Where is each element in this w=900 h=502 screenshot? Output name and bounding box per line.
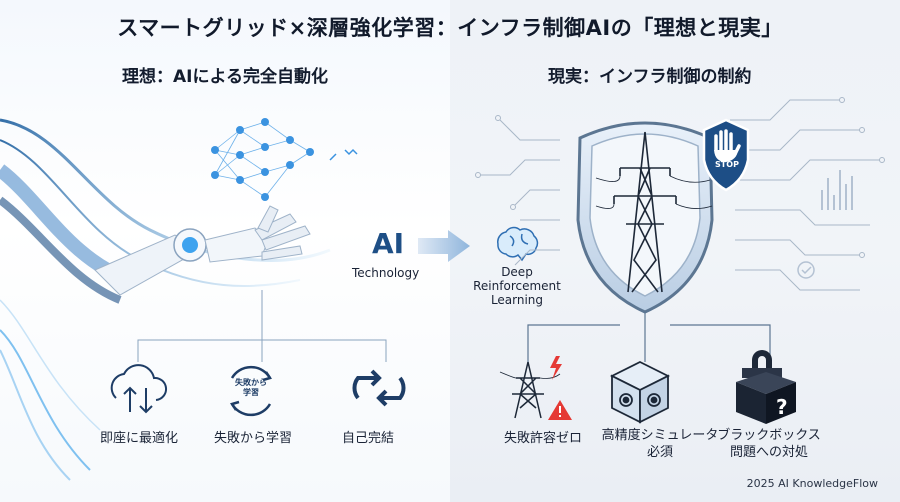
reality-item-label-line: 失敗許容ゼロ [503, 431, 582, 446]
cycle-icon-text: 失敗から 学習 [231, 378, 271, 398]
drl-label: Deep Reinforcement Learning [462, 265, 572, 307]
circuit-lines [475, 97, 885, 291]
reality-heading: 現実：インフラ制御の制約 [548, 67, 752, 87]
neural-network-icon [211, 118, 358, 201]
cycle-arrows-icon [230, 365, 272, 417]
right-connectors [527, 312, 771, 365]
reality-item-label-line: 必須 [646, 445, 673, 460]
stop-hand-badge-icon [702, 118, 750, 192]
loop-arrows-icon [352, 369, 406, 407]
drl-line: Reinforcement [473, 279, 561, 293]
stop-badge-text: STOP [715, 160, 739, 169]
ideal-item-label: 自己完結 [341, 431, 394, 446]
svg-text:?: ? [776, 395, 788, 419]
reality-item-label: ブラックボックス 問題への対処 [704, 427, 834, 461]
transmission-tower-icon [595, 131, 713, 293]
ideal-heading: 理想：AIによる完全自動化 [122, 67, 328, 87]
cycle-icon-text-line: 失敗から [235, 378, 267, 387]
ideal-item-label: 失敗から学習 [213, 431, 292, 446]
reality-item-label-line: 高精度シミュレータ [601, 428, 719, 443]
reality-item-label: 高精度シミュレータ 必須 [590, 427, 730, 461]
power-tower-warning-icon [499, 356, 572, 420]
reality-item-label-line: 問題への対処 [729, 445, 808, 460]
black-box-lock-icon: ? [736, 350, 796, 424]
flow-arrow-icon [418, 230, 470, 262]
decorative-waves [0, 118, 331, 481]
brain-icon [497, 226, 539, 262]
drl-line: Deep [501, 265, 533, 279]
shield-icon [576, 121, 714, 314]
simulator-cube-icon [609, 360, 671, 424]
page-title: スマートグリッド×深層強化学習：インフラ制御AIの「理想と現実」 [117, 16, 783, 40]
check-circle-icon [797, 261, 815, 279]
cloud-arrows-icon [110, 364, 168, 414]
bar-chart-icon [821, 170, 853, 210]
robot-hand-icon [94, 205, 311, 296]
reality-item-label: 失敗許容ゼロ [488, 427, 598, 446]
reality-item-label-line: ブラックボックス [717, 428, 821, 443]
ideal-item-label: 即座に最適化 [99, 431, 178, 446]
footer-credit: 2025 AI KnowledgeFlow [746, 477, 878, 490]
ai-technology-label: Technology [352, 266, 420, 280]
drl-line: Learning [490, 293, 544, 307]
cycle-icon-text-line: 学習 [243, 388, 259, 397]
ai-label: AI [372, 227, 405, 260]
left-connectors [137, 290, 387, 362]
